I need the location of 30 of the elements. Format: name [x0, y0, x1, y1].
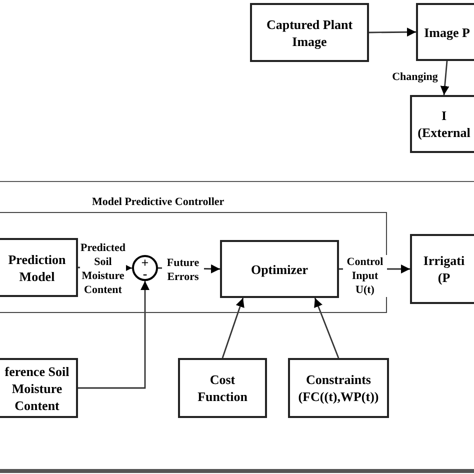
process-box — [0, 238, 78, 297]
arrow — [369, 28, 416, 37]
box-label: Cost Function — [196, 371, 248, 405]
sign-symbol: - — [142, 268, 148, 279]
box-label: Constraints (FC((t),WP(t)) — [297, 371, 380, 405]
box-label: (External — [418, 124, 470, 141]
box-label: Optimizer — [250, 260, 308, 278]
arrow — [314, 298, 340, 358]
arrow — [222, 298, 244, 358]
edge-label: Control Input U(t) — [343, 255, 387, 297]
process-box — [220, 240, 339, 298]
box-label: Irrigati — [423, 252, 465, 269]
frame-title: Model Predictive Controller — [92, 195, 224, 210]
arrow — [440, 60, 450, 96]
process-box — [416, 3, 474, 61]
process-box — [410, 95, 474, 153]
box-label: Captured Plant Image — [265, 16, 354, 50]
box-label: Image P — [424, 24, 470, 40]
summing-junction — [132, 255, 158, 281]
arrow — [78, 281, 150, 389]
box-label: (P — [438, 269, 450, 286]
box-label: ference Soil Moisture Content — [4, 362, 70, 414]
box-label: I — [441, 107, 447, 124]
sign-symbol: + — [141, 257, 149, 268]
process-box — [250, 3, 369, 62]
process-box — [0, 358, 78, 418]
process-box — [410, 234, 474, 304]
process-box — [288, 358, 389, 418]
box-label: Prediction Model — [7, 250, 67, 284]
process-box — [178, 358, 267, 418]
